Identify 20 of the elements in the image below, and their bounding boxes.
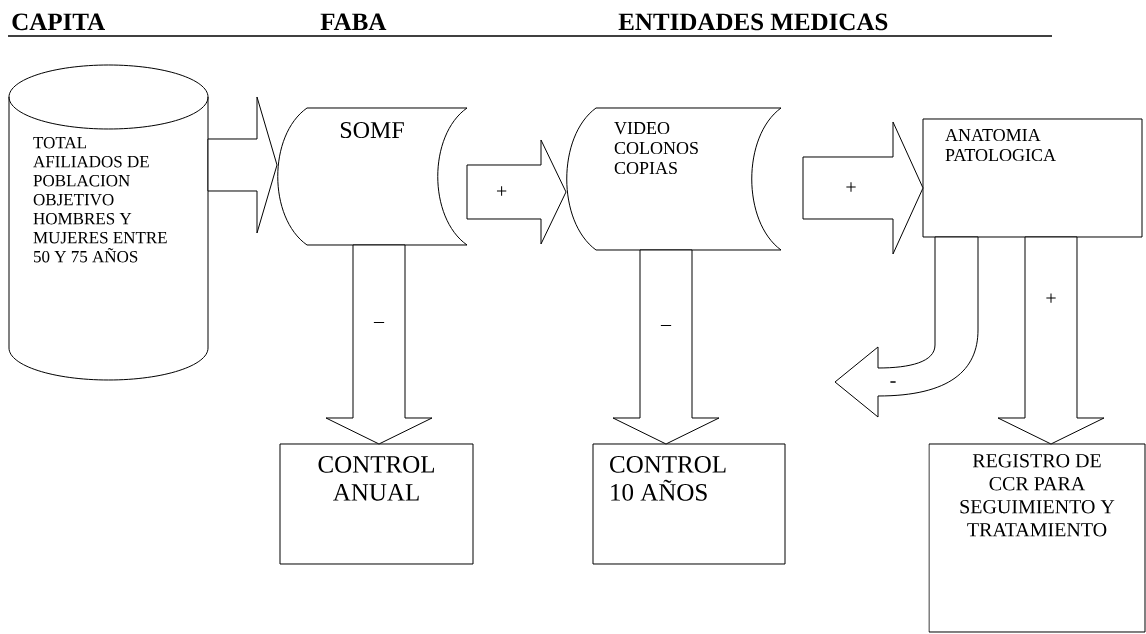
block-arrow: [802, 121, 924, 255]
header-label: FABA: [320, 13, 387, 31]
header-label: CAPITA: [12, 13, 105, 31]
edge-label: –: [373, 321, 385, 329]
process-box: REGISTRO DE CCR PARA SEGUIMIENTO Y TRATAMIENTO: [928, 443, 1146, 633]
block-arrow: [466, 139, 567, 245]
block-arrow: [997, 236, 1105, 445]
edge-label: -: [888, 380, 898, 388]
node-label: TOTAL AFILIADOS DE POBLACION OBJETIVO HOMBRES Y MUJERES ENTRE 50 Y 75 AÑOS: [33, 136, 167, 263]
header-label: ENTIDADES MEDICAS: [618, 13, 888, 31]
database-cylinder: TOTAL AFILIADOS DE POBLACION OBJETIVO HOMBRES Y MUJERES ENTRE 50 Y 75 AÑOS: [8, 64, 209, 381]
process-box: CONTROL 10 AÑOS: [592, 443, 786, 565]
edge-label: –: [660, 324, 672, 332]
block-arrow: [207, 96, 278, 234]
block-arrow: [325, 244, 433, 445]
process-box: CONTROL ANUAL: [279, 443, 474, 565]
block-arrow: [834, 236, 979, 418]
edge-label: +: [844, 181, 858, 195]
block-arrow: [612, 249, 720, 445]
edge-label: +: [1044, 292, 1058, 306]
